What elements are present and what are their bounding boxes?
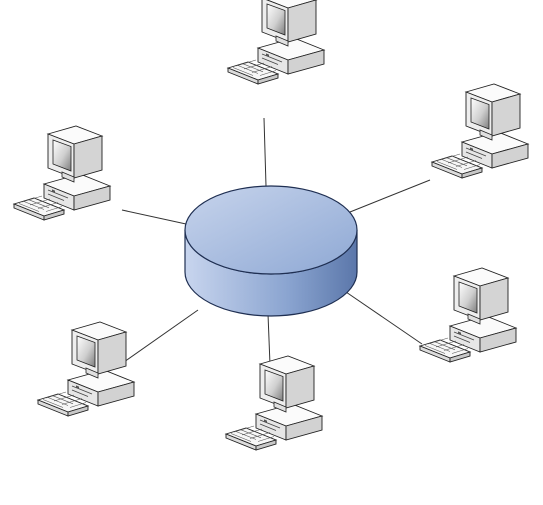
link-hub-to-upper-right [349,179,431,213]
link-hub-to-lower-right [345,291,423,345]
hub-top [184,185,358,275]
desktop-computer-bottom-icon [225,355,323,451]
database-cylinder-icon [184,185,358,317]
link-hub-to-lower-left [123,309,199,363]
desktop-computer-upper-right-icon [431,83,529,179]
link-hub-to-top [263,117,267,187]
link-hub-to-upper-left [121,209,187,225]
desktop-computer-upper-left-icon [13,125,111,221]
central-hub [184,185,358,317]
desktop-computer-lower-left-icon [37,321,135,417]
desktop-computer-lower-right-icon [419,267,517,363]
desktop-computer-top-icon [227,0,325,85]
network-links [121,117,431,391]
